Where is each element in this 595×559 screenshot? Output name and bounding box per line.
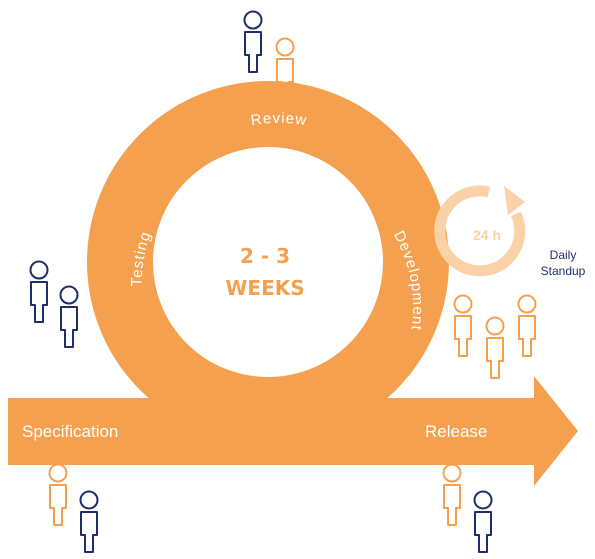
person-icon (59, 285, 79, 348)
cycle-duration-value: 2 - 3 (240, 244, 290, 268)
standup-arrowhead-icon (504, 186, 525, 215)
standup-label-line2: Standup (541, 264, 586, 278)
phase-review: Review (250, 110, 309, 129)
person-icon (473, 490, 493, 553)
phase-release: Release (425, 422, 487, 441)
team-right (453, 294, 537, 379)
team-bottom-right (442, 463, 493, 553)
person-icon (485, 316, 505, 379)
person-icon (517, 294, 537, 357)
phase-specification: Specification (22, 422, 118, 441)
team-left (29, 260, 79, 348)
person-icon (442, 463, 462, 526)
person-icon (79, 490, 99, 553)
standup-badge: 24 h (473, 227, 501, 243)
person-icon (453, 294, 473, 357)
standup-label-line1: Daily (550, 248, 577, 262)
cycle-duration-unit: WEEKS (225, 276, 304, 300)
standup-cycle-arrow (434, 185, 526, 277)
person-icon (48, 463, 68, 526)
person-icon (29, 260, 49, 323)
person-icon (243, 10, 263, 73)
process-arrow (8, 376, 578, 486)
team-bottom-left (48, 463, 99, 553)
daily-standup-loop: 24 h (434, 185, 526, 277)
